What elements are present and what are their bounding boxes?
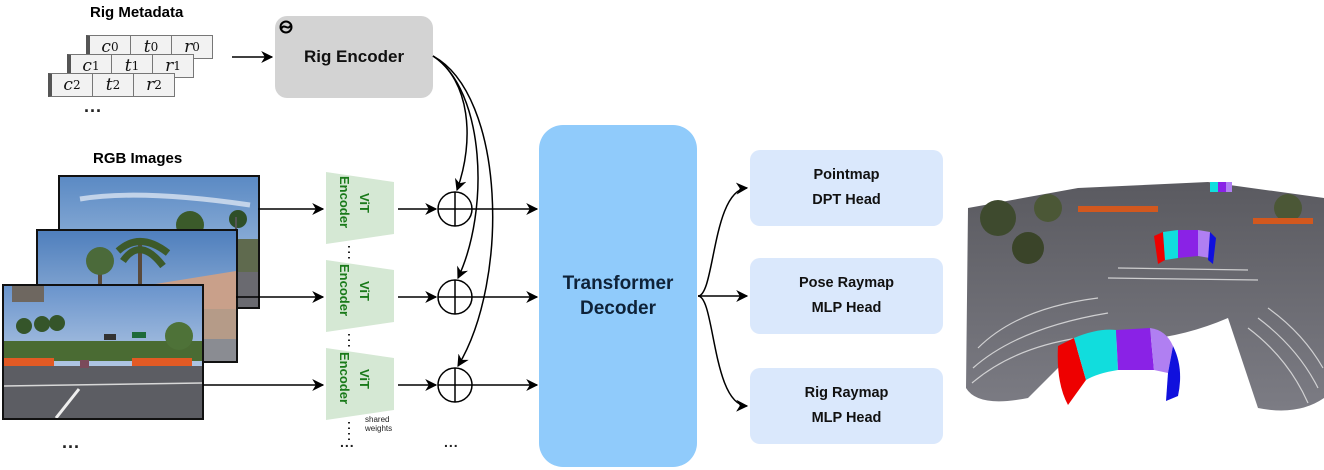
vit-encoder-shapes (326, 172, 394, 440)
rig-encoder-block: Rig Encoder (275, 16, 433, 98)
vit-encoder-3-line2: Encoder (337, 352, 352, 405)
arrow-rig-to-sum1 (432, 55, 468, 192)
arrow-decoder-to-rig-head (697, 295, 749, 412)
point-cloud-visualization (966, 182, 1324, 411)
vit-encoder-2-line1: ViT (357, 281, 372, 301)
pose-raymap-mlp-head: Pose Raymap MLP Head (750, 258, 943, 334)
rgb-images-ellipsis: ... (62, 432, 81, 452)
pointmap-dpt-head: Pointmap DPT Head (750, 150, 943, 226)
arrow-rig-to-sum2 (432, 55, 479, 280)
rig-raymap-mlp-head: Rig Raymap MLP Head (750, 368, 943, 444)
transformer-decoder-block: Transformer Decoder (539, 125, 697, 467)
transformer-decoder-line2: Decoder (579, 298, 657, 319)
rig-encoder-label: Rig Encoder (303, 47, 405, 66)
vit-encoder-3-line1: ViT (357, 369, 372, 389)
vit-encoder-shape-3 (326, 348, 394, 420)
vit-encoder-shape-2 (326, 260, 394, 332)
point-cloud-ground (966, 182, 1324, 411)
vit-encoder-shape-1 (326, 172, 394, 244)
transformer-decoder-line1: Transformer (562, 273, 674, 294)
camera-rig-frustum-far (1210, 182, 1232, 192)
camera-rig-frustum-near (1057, 328, 1181, 405)
street-photo-3 (4, 286, 202, 418)
vegetation (980, 194, 1313, 264)
rig-metadata-title: Rig Metadata (90, 4, 184, 21)
shared-weights-note: shared weights (365, 415, 393, 433)
rgb-image-camera-3 (2, 284, 204, 420)
encoder-ellipsis: ... (340, 434, 355, 450)
lidar-scan-lines (971, 267, 1324, 404)
vit-encoder-2-line2: Encoder (337, 264, 352, 317)
sum-node-2 (437, 279, 473, 315)
arrow-decoder-to-pointmap-head (697, 182, 749, 297)
sum-node-1 (437, 191, 473, 227)
fusion-ellipsis: ... (444, 434, 459, 450)
rig-metadata-ellipsis: ... (84, 96, 103, 116)
camera-rig-frustum-mid (1154, 230, 1216, 264)
frozen-icon (279, 20, 293, 34)
rgb-images-title: RGB Images (93, 150, 183, 167)
sum-node-3 (437, 367, 473, 403)
vit-encoder-1-line2: Encoder (337, 176, 352, 229)
arrow-rig-to-sum3 (432, 55, 494, 368)
vit-encoder-1-line1: ViT (357, 193, 372, 213)
